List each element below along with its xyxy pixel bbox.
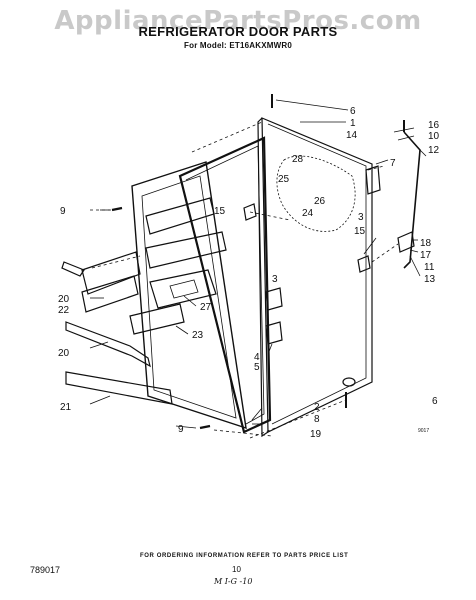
callout-22: 22 bbox=[58, 305, 70, 316]
callout-28: 28 bbox=[292, 154, 304, 165]
callout-14: 14 bbox=[346, 130, 358, 141]
callout-13: 13 bbox=[424, 274, 436, 285]
butter-compartment bbox=[149, 269, 217, 309]
screw-9-bottom bbox=[199, 424, 211, 430]
callout-12: 12 bbox=[428, 145, 440, 156]
bottom-hinge-cap bbox=[342, 377, 356, 387]
stop-15b bbox=[357, 255, 371, 273]
callout-11: 11 bbox=[424, 262, 435, 273]
callout-6-bottom: 6 bbox=[432, 396, 438, 407]
page-title: REFRIGERATOR DOOR PARTS bbox=[138, 24, 338, 39]
inner-door-liner bbox=[131, 161, 247, 430]
callout-6-top: 6 bbox=[350, 106, 356, 117]
callout-9-top: 9 bbox=[60, 206, 66, 217]
shelf-middle bbox=[145, 231, 227, 269]
door-bin-22 bbox=[81, 275, 139, 313]
callout-20-bottom: 20 bbox=[58, 348, 70, 359]
ordering-note: FOR ORDERING INFORMATION REFER TO PARTS … bbox=[140, 553, 349, 559]
door-bin-upper bbox=[81, 251, 141, 295]
hinge-pin-3 bbox=[265, 287, 283, 311]
door-gasket bbox=[178, 136, 272, 434]
handwritten-mark: M I-G -10 bbox=[214, 577, 253, 586]
callout-20-top: 20 bbox=[58, 294, 70, 305]
door-rail-21 bbox=[65, 371, 173, 405]
handle-clip bbox=[397, 231, 415, 253]
model-line: For Model: ET16AKXMWR0 bbox=[184, 41, 292, 50]
page-number: 10 bbox=[232, 565, 241, 574]
callout-17: 17 bbox=[420, 250, 432, 261]
callout-8: 8 bbox=[314, 414, 320, 425]
screw-9-top bbox=[111, 206, 123, 212]
callout-23: 23 bbox=[192, 330, 204, 341]
callout-16: 16 bbox=[428, 120, 440, 131]
callout-15-right: 15 bbox=[354, 226, 366, 237]
callout-26: 26 bbox=[314, 196, 326, 207]
small-code: 9017 bbox=[418, 428, 430, 434]
callout-21: 21 bbox=[60, 402, 72, 413]
stop-15 bbox=[243, 203, 257, 221]
callout-1: 1 bbox=[350, 118, 356, 129]
callout-10: 10 bbox=[428, 131, 440, 142]
document-number: 789017 bbox=[30, 565, 61, 575]
callout-3-right: 3 bbox=[358, 212, 364, 223]
callout-9-bottom: 9 bbox=[178, 424, 184, 435]
door-bin-23 bbox=[129, 303, 185, 335]
door-handle-rod bbox=[403, 131, 421, 269]
outer-door-panel bbox=[261, 117, 373, 433]
callout-3-center: 3 bbox=[272, 274, 278, 285]
door-rail-end bbox=[61, 261, 85, 277]
callout-2: 2 bbox=[314, 402, 320, 413]
callout-24: 24 bbox=[302, 208, 314, 219]
callout-5: 5 bbox=[254, 362, 260, 373]
insulation-pad bbox=[276, 155, 356, 232]
callout-19: 19 bbox=[310, 429, 322, 440]
callout-15: 15 bbox=[214, 206, 226, 217]
callout-25: 25 bbox=[278, 174, 290, 185]
hinge-pin-4 bbox=[265, 321, 283, 345]
shelf-upper bbox=[145, 197, 215, 235]
door-hinge-bracket bbox=[365, 165, 381, 195]
callout-4: 4 bbox=[254, 352, 260, 363]
door-rail-20 bbox=[65, 321, 151, 368]
watermark: AppliancePartsPros.com bbox=[54, 6, 422, 36]
callout-18: 18 bbox=[420, 238, 432, 249]
callout-27: 27 bbox=[200, 302, 212, 313]
callout-7: 7 bbox=[390, 158, 396, 169]
